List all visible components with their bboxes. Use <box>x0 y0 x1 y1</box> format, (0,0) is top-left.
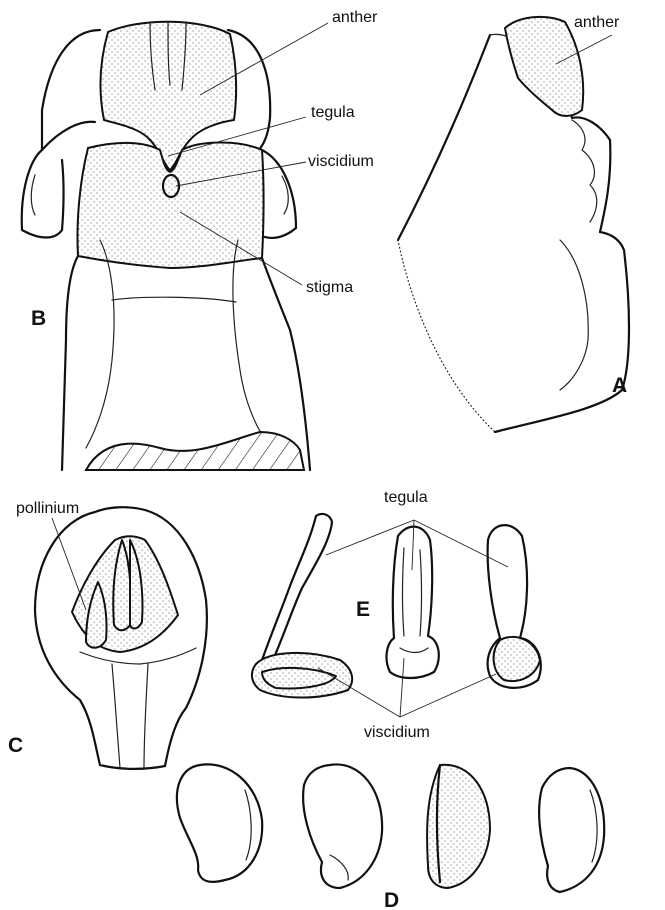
drawing-d-pollinia <box>177 764 604 892</box>
label-anther-b: anther <box>332 9 378 26</box>
drawing-c-column-pollinia <box>35 507 207 769</box>
label-stigma: stigma <box>306 279 353 296</box>
panel-label-c: C <box>8 734 23 757</box>
panel-label-e: E <box>356 598 370 621</box>
panel-label-a: A <box>612 374 627 397</box>
drawing-a-column-side <box>398 17 629 432</box>
label-viscidium-b: viscidium <box>308 153 374 170</box>
drawing-b-column <box>22 22 310 470</box>
panel-label-d: D <box>384 889 399 910</box>
label-pollinium: pollinium <box>16 500 79 517</box>
panel-label-b: B <box>31 307 46 330</box>
label-anther-a: anther <box>574 14 620 31</box>
label-tegula-b: tegula <box>311 104 355 121</box>
label-viscidium-e: viscidium <box>364 724 430 741</box>
label-tegula-e: tegula <box>384 489 428 506</box>
drawing-e-pollinarium <box>252 514 541 698</box>
